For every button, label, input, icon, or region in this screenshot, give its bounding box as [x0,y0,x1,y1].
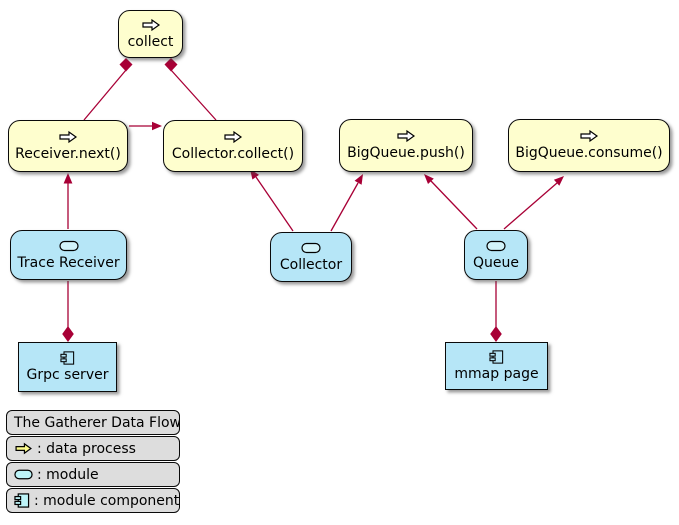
data-process-arrow-icon [14,442,33,455]
node-label: Receiver.next() [15,145,121,162]
node-label: Collector [279,256,343,273]
legend-title-text: The Gatherer Data Flow [14,414,180,431]
node-label: BigQueue.push() [347,145,465,162]
legend-item-label: : module component [34,492,180,509]
node-label: Collector.collect() [171,145,295,162]
node-label: Queue [473,254,519,271]
legend-item-data-process: : data process [6,436,180,461]
node-label: mmap page [454,365,539,382]
legend: The Gatherer Data Flow : data process : … [6,410,180,514]
legend-item-label: : data process [37,440,136,457]
arrowhead-icon [553,176,564,186]
module-oval-icon [58,240,79,252]
data-process-arrow-icon [397,130,416,143]
node-trace-receiver: Trace Receiver [10,230,127,280]
arrowhead-icon [152,121,162,131]
node-queue: Queue [464,230,528,280]
legend-item-module-component: : module component [6,488,180,513]
module-oval-icon [14,469,33,480]
composition-diamond-icon [490,326,502,342]
node-bigqueue-push: BigQueue.push() [339,119,473,172]
edge-queue-bigqueue-consume [503,182,558,230]
module-oval-icon [486,240,506,252]
data-process-arrow-icon [141,18,160,32]
arrowhead-icon [63,173,73,184]
data-process-arrow-icon [580,130,599,143]
arrowhead-icon [424,174,434,184]
module-component-icon [489,350,504,364]
module-component-icon [14,493,30,508]
composition-diamond-icon [62,326,74,342]
edge-collector-bigqueue-push [330,182,359,232]
node-bigqueue-consume: BigQueue.consume() [508,119,670,172]
node-receiver-next: Receiver.next() [8,120,128,172]
module-oval-icon [301,242,321,254]
node-collect: collect [118,10,183,58]
node-label: BigQueue.consume() [515,145,663,162]
node-label: Trace Receiver [17,254,120,271]
node-collector-collect: Collector.collect() [163,120,303,172]
legend-item-label: : module [37,466,99,483]
data-process-arrow-icon [224,130,243,144]
edge-collect-receiver-next [83,69,127,121]
module-component-icon [60,351,75,365]
node-label: Grpc server [26,366,109,383]
node-mmap-page: mmap page [445,342,548,390]
data-process-arrow-icon [59,130,78,144]
legend-title: The Gatherer Data Flow [6,410,180,435]
composition-diamond-icon [119,58,133,72]
node-grpc-server: Grpc server [18,342,117,392]
composition-diamond-icon [164,58,178,72]
arrowhead-icon [354,174,363,185]
node-label: collect [127,33,174,50]
node-collector: Collector [270,232,352,282]
edge-collector-collector-collect [255,176,294,232]
edge-queue-bigqueue-push [430,180,478,230]
legend-item-module: : module [6,462,180,487]
edge-collect-collector-collect [170,69,217,121]
